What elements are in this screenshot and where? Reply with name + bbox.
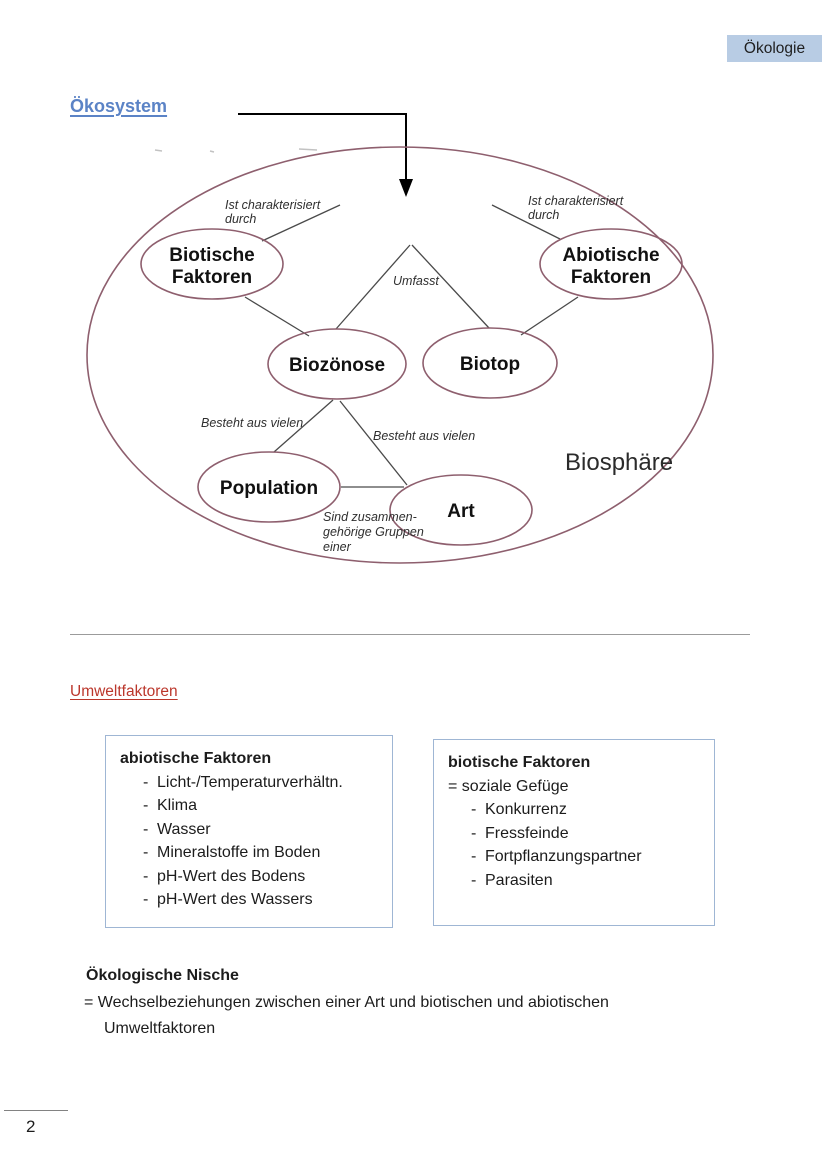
nische-title: Ökologische Nische xyxy=(86,967,239,984)
edge-label-sind-line3: einer xyxy=(323,540,352,554)
node-biotische-label-line2: Faktoren xyxy=(172,267,252,288)
list-item-text: Klima xyxy=(157,797,198,814)
dash-bullet: - xyxy=(471,801,477,818)
list-item-text: Licht-/Temperaturverhältn. xyxy=(157,773,343,791)
list-item: -Mineralstoffe im Boden xyxy=(143,841,382,865)
node-population-ellipse xyxy=(197,451,341,523)
biotic-box-intro: = soziale Gefüge xyxy=(448,777,569,795)
node-abiotische-ellipse xyxy=(539,228,683,300)
connector-line xyxy=(491,204,561,240)
subject-badge: Ökologie xyxy=(727,35,822,62)
list-item: -Parasiten xyxy=(471,869,704,893)
abiotic-factors-list: -Licht-/Temperaturverhältn. -Klima -Wass… xyxy=(120,771,382,912)
node-biotop-label: Biotop xyxy=(460,354,520,375)
node-biotische-label-line1: Biotische xyxy=(169,245,255,266)
list-item-text: Fressfeinde xyxy=(485,824,569,842)
dash-bullet: - xyxy=(471,871,477,889)
list-item-text: pH-Wert des Wassers xyxy=(157,891,313,908)
connector-line xyxy=(411,244,490,329)
section-divider xyxy=(70,634,750,635)
list-item-text: Wasser xyxy=(157,820,211,838)
dash-bullet: - xyxy=(143,867,149,885)
nische-definition-line2: Umweltfaktoren xyxy=(104,1020,216,1037)
nische-definition-line1: = Wechselbeziehungen zwischen einer Art … xyxy=(84,993,609,1011)
node-art-ellipse xyxy=(389,474,533,546)
list-item: -Klima xyxy=(143,794,382,818)
node-biotische-ellipse xyxy=(140,228,284,300)
node-biozoenose-ellipse xyxy=(267,328,407,400)
biotic-factors-list: -Konkurrenz -Fressfeinde -Fortpflanzungs… xyxy=(448,798,704,892)
connector-line xyxy=(244,296,310,337)
umweltfaktoren-heading: Umweltfaktoren xyxy=(70,683,178,700)
edge-label-umfasst: Umfasst xyxy=(393,274,439,288)
oekologische-nische-block: Ökologische Nische = Wechselbeziehungen … xyxy=(84,963,609,1043)
ecosystem-concept-diagram: Biotische Faktoren Abiotische Faktoren B… xyxy=(86,113,714,564)
dash-bullet: - xyxy=(471,824,477,842)
faint-mark xyxy=(298,148,318,151)
list-item: -Wasser xyxy=(143,818,382,842)
dash-bullet: - xyxy=(143,773,149,791)
edge-label-sind-line1: Sind zusammen- xyxy=(323,510,417,524)
edge-label-ist-right-line1: Ist charakterisiert xyxy=(528,194,624,208)
dash-bullet: - xyxy=(143,820,149,838)
list-item: -Licht-/Temperaturverhältn. xyxy=(143,771,382,795)
connector-line xyxy=(273,399,334,453)
edge-label-sind-line2: gehörige Gruppen xyxy=(323,525,424,539)
edge-label-ist-right-line2: durch xyxy=(528,208,559,222)
edge-label-ist-left-line2: durch xyxy=(225,212,256,226)
connector-line xyxy=(335,244,411,330)
edge-label-ist-left-line1: Ist charakterisiert xyxy=(225,198,321,212)
node-abiotische-label-line2: Faktoren xyxy=(571,267,651,288)
biotic-box-title: biotische Faktoren xyxy=(448,754,591,771)
connector-line xyxy=(339,400,408,486)
list-item-text: pH-Wert des Bodens xyxy=(157,867,306,885)
heading-arrow xyxy=(238,113,407,186)
biosphere-ellipse xyxy=(86,146,714,564)
list-item-text: Konkurrenz xyxy=(485,801,567,818)
connector-line xyxy=(520,296,579,336)
faint-mark xyxy=(209,150,215,153)
dash-bullet: - xyxy=(143,844,149,861)
list-item: -pH-Wert des Bodens xyxy=(143,865,382,889)
list-item: -pH-Wert des Wassers xyxy=(143,888,382,912)
list-item-text: Mineralstoffe im Boden xyxy=(157,844,321,861)
heading-arrow-head xyxy=(399,179,413,197)
edge-label-besteht-left: Besteht aus vielen xyxy=(201,416,303,430)
list-item: -Fortpflanzungspartner xyxy=(471,845,704,869)
node-abiotische-label-line1: Abiotische xyxy=(562,245,659,266)
dash-bullet: - xyxy=(471,848,477,865)
biosphaere-label: Biosphäre xyxy=(565,449,673,476)
dash-bullet: - xyxy=(143,797,149,814)
list-item: -Fressfeinde xyxy=(471,822,704,846)
abiotic-box-title: abiotische Faktoren xyxy=(120,750,272,767)
node-biotop-ellipse xyxy=(422,327,558,399)
list-item-text: Fortpflanzungspartner xyxy=(485,848,642,865)
biotic-factors-box: biotische Faktoren = soziale Gefüge -Kon… xyxy=(433,739,715,926)
page-title: Ökosystem xyxy=(70,96,168,116)
node-population-label: Population xyxy=(220,478,318,499)
faint-mark xyxy=(154,149,163,152)
list-item: -Konkurrenz xyxy=(471,798,704,822)
edge-label-besteht-right: Besteht aus vielen xyxy=(373,429,475,443)
node-biozoenose-label: Biozönose xyxy=(289,355,385,376)
footer-divider xyxy=(4,1110,68,1111)
connector-line xyxy=(261,204,341,242)
abiotic-factors-box: abiotische Faktoren -Licht-/Temperaturve… xyxy=(105,735,393,928)
node-art-label: Art xyxy=(447,501,475,522)
page-number: 2 xyxy=(26,1117,36,1136)
dash-bullet: - xyxy=(143,891,149,908)
list-item-text: Parasiten xyxy=(485,871,553,889)
